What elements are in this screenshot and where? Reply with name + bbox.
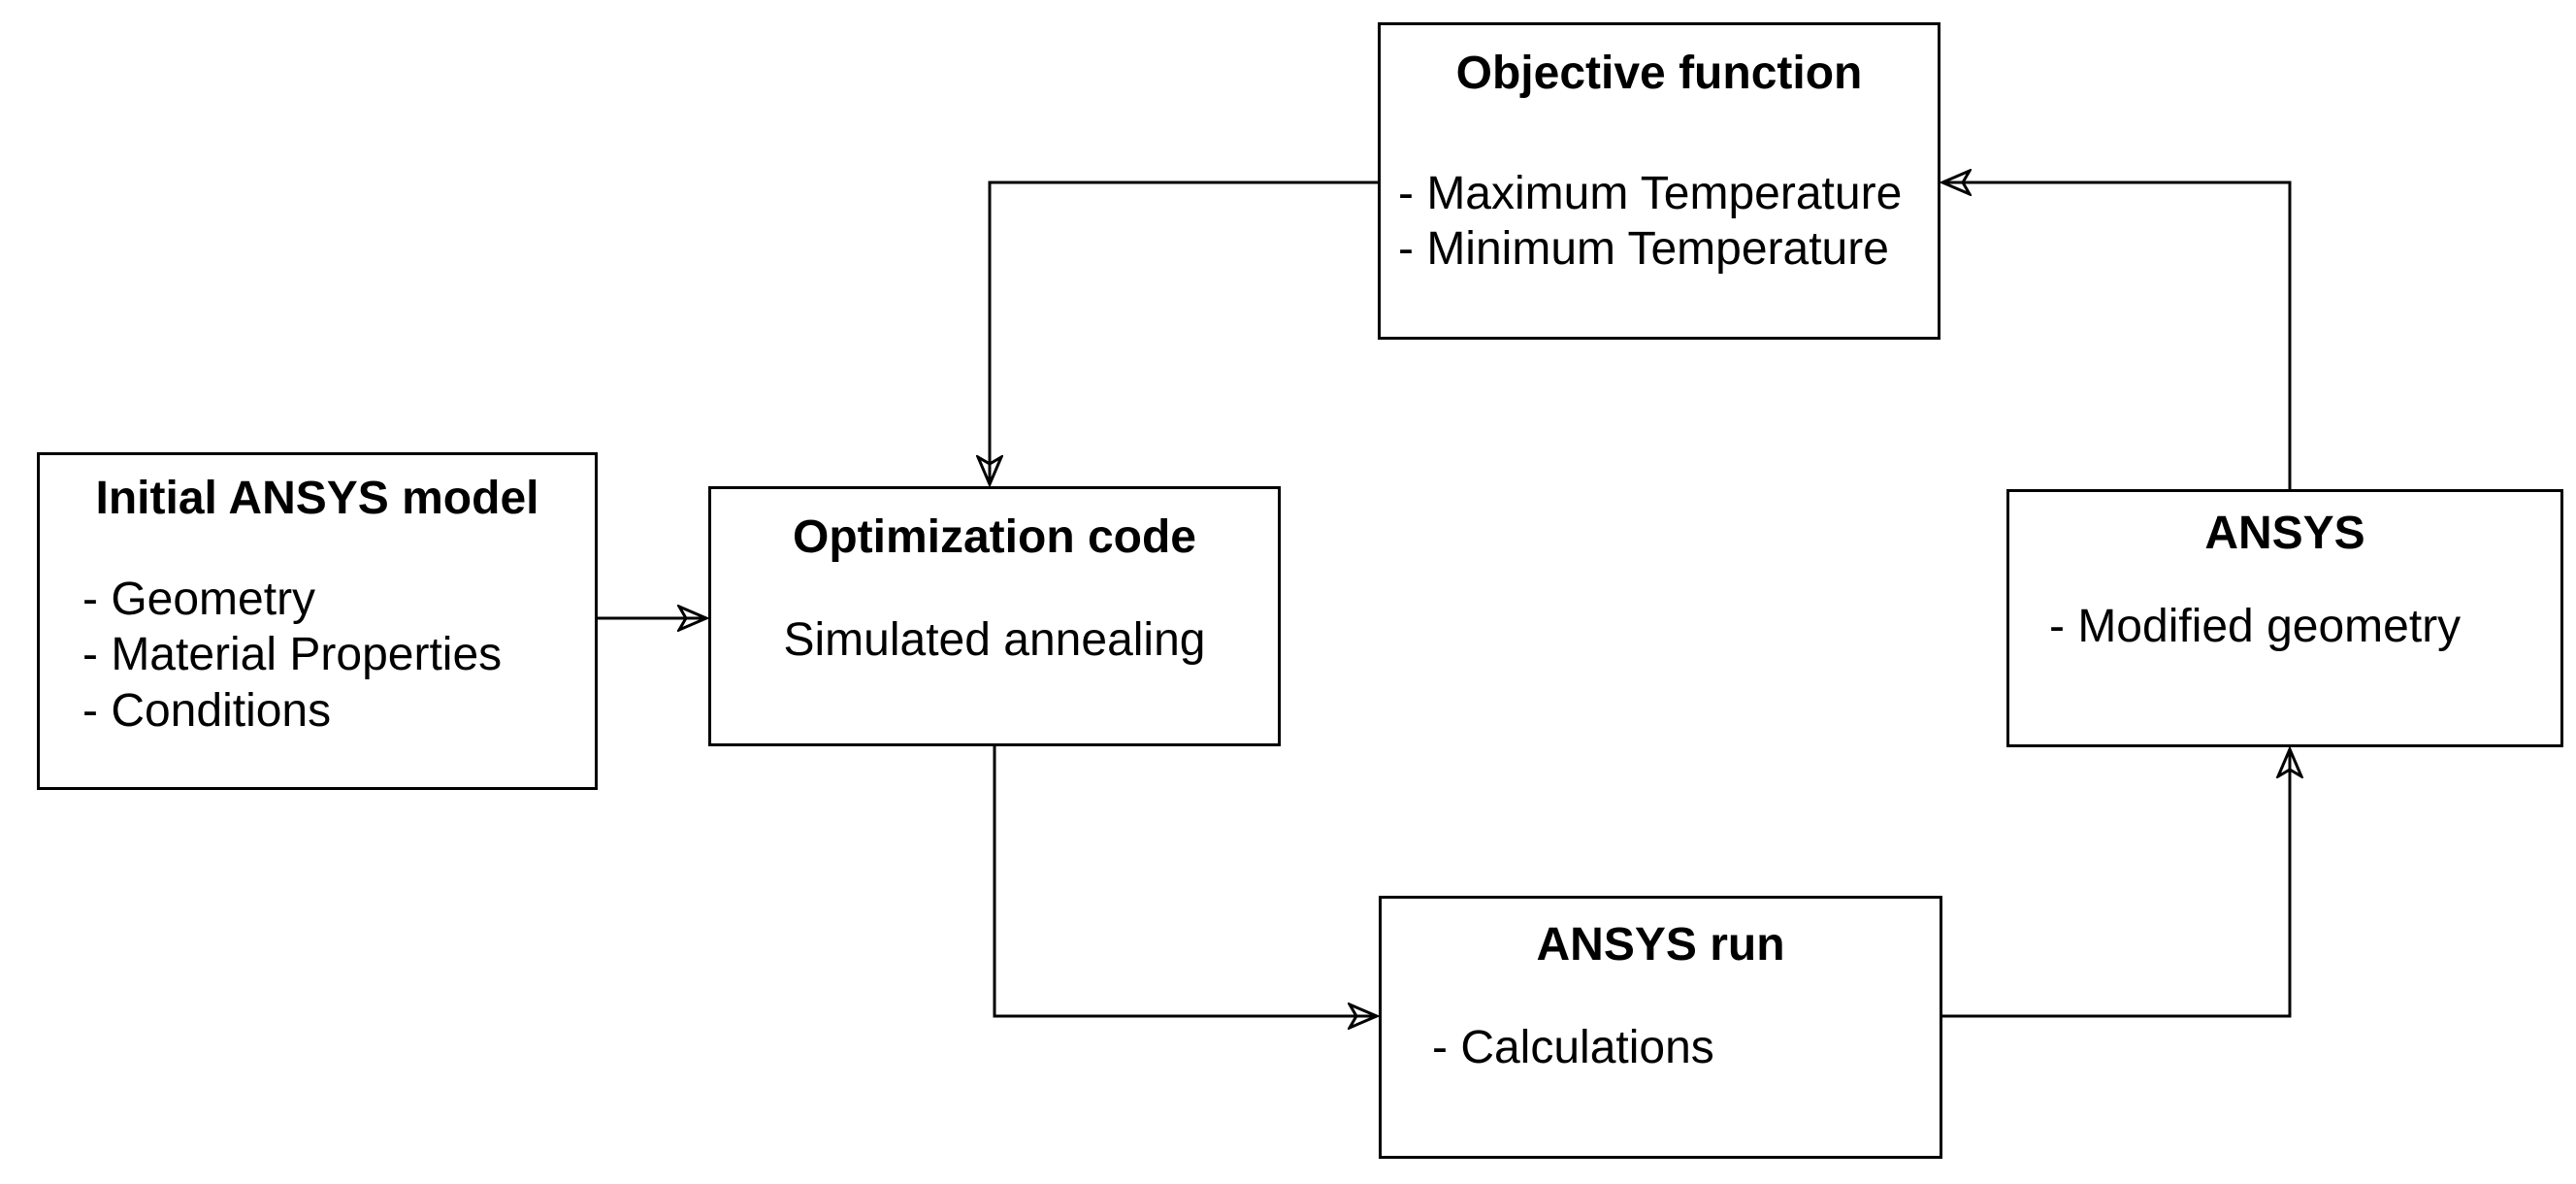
node-objective-function: Objective function - Maximum Temperature… — [1378, 22, 1940, 340]
arrow-ansys-to-objective — [1942, 182, 2292, 489]
node-item: - Maximum Temperature — [1398, 167, 1903, 219]
node-objective-function-title: Objective function — [1455, 48, 1863, 99]
node-optimization-code-title: Optimization code — [792, 511, 1196, 563]
node-item: - Conditions — [82, 684, 332, 737]
node-initial-ansys-model: Initial ANSYS model - Geometry - Materia… — [37, 452, 598, 790]
arrow-ansys-run-to-ansys — [1942, 749, 2290, 1018]
node-item: - Modified geometry — [2049, 600, 2462, 652]
arrow-objective-to-optimization — [990, 181, 1378, 484]
arrow-optimization-to-ansys-run — [993, 746, 1377, 1016]
node-ansys-items: - Modified geometry — [2009, 599, 2560, 655]
node-objective-function-items: - Maximum Temperature - Minimum Temperat… — [1381, 166, 1938, 278]
node-initial-ansys-model-title: Initial ANSYS model — [95, 473, 539, 524]
node-ansys-run-items: - Calculations — [1382, 1020, 1940, 1076]
node-item: - Minimum Temperature — [1398, 223, 1889, 276]
node-item: - Calculations — [1432, 1021, 1714, 1073]
node-item: - Material Properties — [82, 629, 503, 681]
node-ansys: ANSYS - Modified geometry — [2006, 489, 2563, 747]
node-ansys-title: ANSYS — [2204, 508, 2365, 559]
node-item: - Geometry — [82, 573, 316, 625]
node-item: Simulated annealing — [783, 613, 1206, 666]
node-ansys-run: ANSYS run - Calculations — [1379, 896, 1942, 1159]
node-optimization-code-items: Simulated annealing — [711, 612, 1278, 669]
node-ansys-run-title: ANSYS run — [1536, 919, 1785, 970]
node-initial-ansys-model-items: - Geometry - Material Properties - Condi… — [40, 572, 595, 740]
node-optimization-code: Optimization code Simulated annealing — [708, 486, 1281, 746]
